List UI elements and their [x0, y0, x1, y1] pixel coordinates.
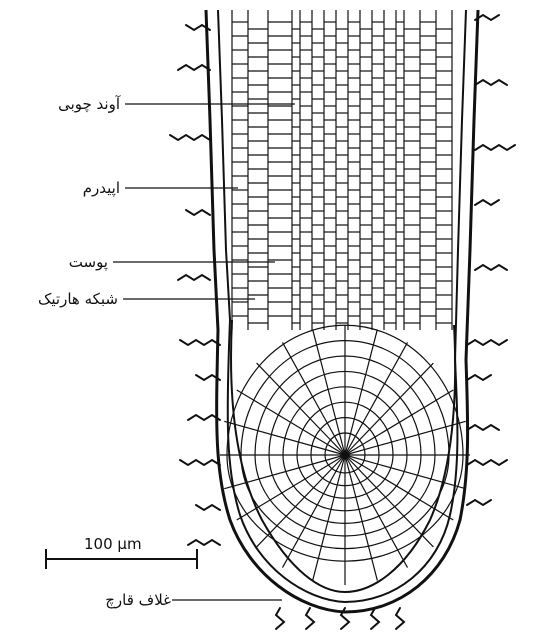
hypha	[188, 540, 220, 545]
epidermis-label: اپیدرم	[83, 179, 120, 197]
root-cap-radial-wall	[345, 455, 453, 520]
hypha	[170, 135, 210, 140]
hypha	[186, 210, 210, 215]
hypha	[196, 505, 220, 510]
hypha	[178, 65, 210, 70]
hypha	[188, 415, 220, 420]
cortex-label: پوست	[69, 253, 108, 271]
root-cap-radial-wall	[237, 455, 345, 520]
hypha	[467, 460, 507, 465]
root-cap-radial-wall	[313, 329, 345, 455]
root-cap-radial-wall	[345, 455, 408, 568]
hypha	[475, 80, 507, 85]
scale-bar-label: 100 μm	[84, 535, 142, 553]
hypha	[467, 500, 491, 505]
hypha	[180, 340, 220, 345]
hypha	[178, 275, 210, 280]
xylem-label: آوند چوبی	[58, 95, 120, 113]
hypha	[371, 608, 379, 629]
hypha	[396, 608, 404, 629]
hypha	[467, 375, 491, 380]
hypha	[475, 145, 515, 150]
root-cap-radial-wall	[283, 455, 346, 568]
hypha	[475, 200, 499, 205]
hypha	[475, 265, 507, 270]
hypha	[276, 608, 284, 629]
hypha	[180, 460, 220, 465]
hartig-net-label: شبکه هارتیک	[38, 290, 118, 308]
fungal-sheath-label: غلاف قارچ	[105, 591, 171, 609]
root-cap-radial-wall	[345, 329, 377, 455]
hypha	[467, 425, 499, 430]
root-cap-radial-wall	[345, 342, 408, 455]
hypha	[306, 608, 314, 629]
cell-grid	[220, 10, 470, 585]
root-cap-radial-wall	[283, 342, 346, 455]
hypha	[467, 340, 507, 345]
